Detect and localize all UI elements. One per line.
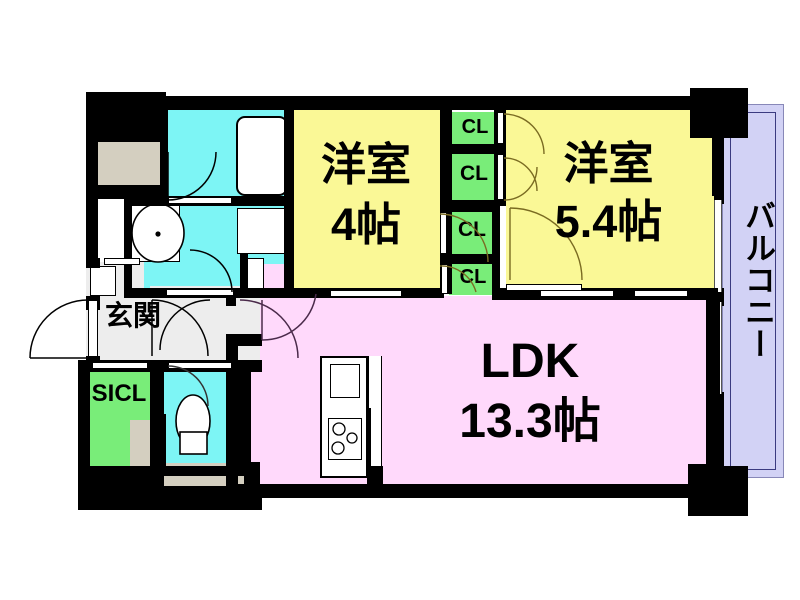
wall-closet-divider-2	[440, 200, 498, 212]
door-sill-bath	[168, 197, 232, 204]
pillar-top-right-stem	[712, 136, 724, 196]
closet-door-mullion-2	[497, 154, 504, 200]
bedroom-left-size: 4帖	[330, 199, 402, 250]
kitchen-stove	[328, 418, 362, 460]
wall-ldk-bottom	[226, 484, 698, 498]
window-right-upper	[714, 200, 722, 292]
closet-door-mullion-1	[497, 112, 504, 144]
vanity-counter	[130, 204, 180, 262]
wall-top-main	[160, 96, 700, 110]
wall-closet-right-lower	[492, 206, 500, 294]
wall-closet-divider-1	[440, 144, 498, 154]
bathtub	[236, 116, 288, 196]
bedroom-right-name: 洋室	[563, 138, 654, 189]
kitchen-sink	[330, 364, 360, 398]
closet-cl-2-label: CL	[460, 162, 488, 185]
wall-genkan-left-top	[86, 258, 100, 268]
wall-toilet-bottom	[160, 466, 250, 476]
wall-ldk-left-upper	[226, 296, 236, 306]
door-sill-toilet	[168, 362, 232, 369]
wall-left-struct-bottom	[86, 185, 166, 199]
hall-cabinet-left	[90, 266, 116, 296]
structure-block-topleft	[93, 140, 165, 187]
ldk-size: 13.3帖	[459, 395, 601, 448]
closet-cl-1-label: CL	[461, 116, 489, 138]
kitchen-partition-shadow2	[367, 408, 371, 468]
wall-sicl-step	[150, 414, 166, 470]
door-sill-corridor	[104, 258, 140, 265]
bedroom-left-fill	[291, 110, 444, 292]
closet-door-mullion-3	[440, 212, 447, 254]
wall-closet-divider-3	[440, 254, 498, 264]
wall-sicl-left	[78, 360, 90, 490]
wall-toilet-right	[237, 360, 251, 472]
sicl-label: SICL	[91, 380, 147, 407]
wall-right-outer-upper	[714, 190, 724, 204]
wall-ldk-left	[226, 340, 238, 492]
wall-washroom-left	[124, 196, 132, 296]
ldk-fill	[232, 296, 714, 492]
washing-machine-space	[237, 208, 285, 254]
closet-cl-4-label: CL	[459, 266, 487, 288]
closet-cl-3-label: CL	[458, 218, 486, 241]
pillar-top-right	[690, 88, 748, 138]
balcony-label: バルコニー	[740, 200, 775, 360]
wall-bath-inner-sep	[240, 254, 248, 296]
wall-sicl-right	[150, 360, 164, 422]
wall-washroom-right	[284, 104, 292, 294]
wall-bath-left	[160, 104, 168, 204]
door-sill-bedroom-right-closet	[506, 284, 582, 291]
balcony-railing-inner	[730, 112, 776, 470]
sliding-door-bedroom-left	[330, 290, 402, 297]
genkan-label: 玄関	[104, 300, 161, 331]
sliding-door-bedroom-right	[540, 290, 614, 297]
bedroom-left-name: 洋室	[320, 139, 411, 190]
wall-ldk-doorjamb	[226, 334, 262, 346]
closet-cl-2	[450, 152, 498, 202]
closet-door-mullion-4	[441, 264, 448, 294]
bedroom-right-size: 5.4帖	[554, 196, 663, 247]
pillar-top-left	[86, 92, 166, 142]
wall-ldk-right	[706, 296, 720, 476]
pillar-top-left-lower	[86, 142, 98, 264]
door-sill-washroom	[166, 289, 234, 296]
door-sill-sicl	[92, 362, 148, 369]
sliding-door-bedroom-right-2	[634, 290, 688, 297]
ldk-name: LDK	[480, 335, 580, 388]
closet-cl-1	[452, 112, 498, 146]
